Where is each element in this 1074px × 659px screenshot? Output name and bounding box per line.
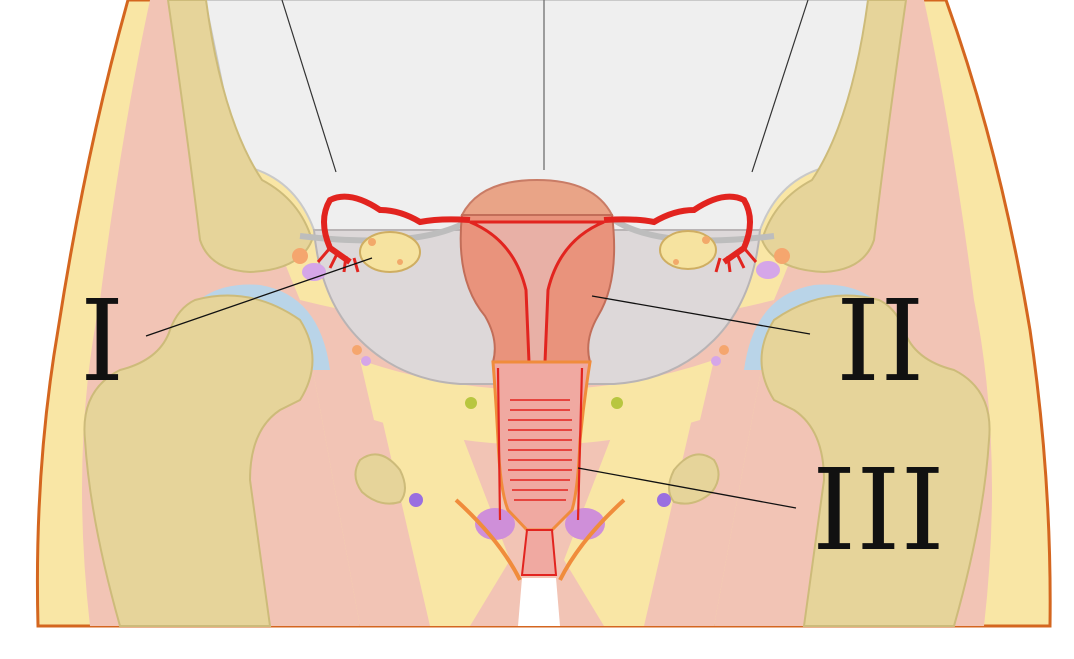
left-ilium	[166, 0, 314, 274]
left-suspensory-thread	[281, 0, 337, 173]
left-ovary-follicle	[368, 238, 376, 246]
left-femur	[83, 294, 314, 627]
left-obturator-node	[409, 493, 423, 507]
right-vessel-dot	[719, 345, 729, 355]
leader-line-iii	[577, 467, 797, 509]
left-ovary	[359, 231, 421, 273]
left-vessel-dot-purple	[361, 356, 371, 366]
right-ovary-follicle	[702, 236, 710, 244]
label-ii: II	[836, 277, 925, 407]
right-ovary-follicle	[673, 259, 679, 265]
leader-line-ii	[591, 295, 811, 335]
right-green-node	[611, 397, 623, 409]
right-obturator-node	[657, 493, 671, 507]
left-fimbriae	[316, 247, 360, 273]
label-iii: III	[812, 446, 945, 576]
right-ovary	[659, 230, 717, 270]
leader-line-i	[145, 257, 373, 337]
left-vessel-dot	[352, 345, 362, 355]
vaginal-wall	[496, 367, 584, 521]
left-green-node	[465, 397, 477, 409]
left-ischium	[354, 453, 406, 505]
right-vessel-dot-purple	[711, 356, 721, 366]
left-fat-strip	[380, 410, 510, 626]
vaginal-rugae	[508, 399, 572, 501]
right-fimbriae	[714, 247, 758, 273]
right-fat-strip	[564, 410, 694, 626]
label-i: I	[80, 277, 125, 407]
left-ovary-follicle	[397, 259, 403, 265]
right-suspensory-thread	[751, 0, 809, 173]
right-fallopian-tube	[603, 193, 753, 265]
right-labium	[558, 498, 626, 581]
left-labium	[454, 498, 522, 581]
right-lymph-node-purple	[756, 261, 780, 279]
uterine-fundus	[460, 178, 614, 216]
left-fallopian-tube	[321, 193, 471, 265]
vaginal-introitus	[520, 529, 558, 576]
perineal-gap	[518, 578, 560, 626]
right-lymph-node-orange	[774, 248, 790, 264]
left-lymph-node-orange	[292, 248, 308, 264]
